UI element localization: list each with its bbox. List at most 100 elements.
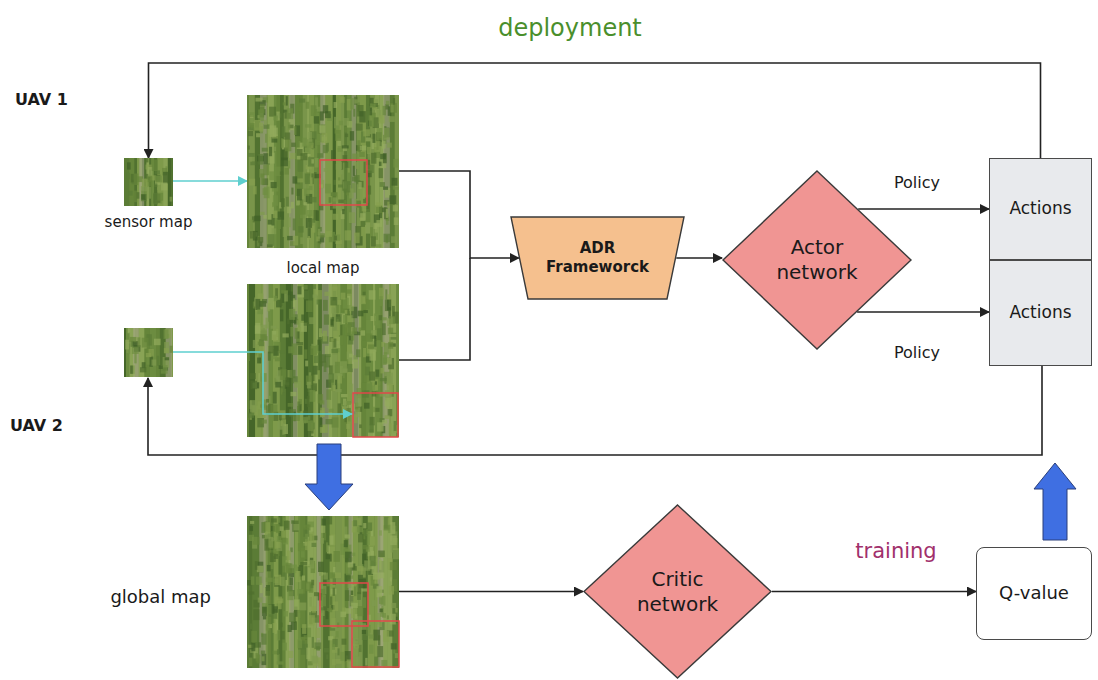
crop-texture <box>299 205 306 215</box>
crop-texture <box>372 134 375 143</box>
crop-texture <box>287 108 293 119</box>
block-arrow <box>1034 463 1076 540</box>
crop-texture <box>377 646 383 657</box>
crop-texture <box>265 134 267 143</box>
crop-texture <box>351 95 357 248</box>
crop-texture <box>290 327 293 337</box>
crop-texture <box>359 645 362 652</box>
crop-texture <box>260 420 267 424</box>
crop-texture <box>342 145 349 148</box>
q-value-box: Q-value <box>976 547 1092 640</box>
crop-texture <box>297 189 302 201</box>
text-holder: Q-value <box>977 548 1091 639</box>
crop-texture <box>263 616 266 619</box>
crop-texture <box>321 526 325 533</box>
crop-texture <box>277 661 284 664</box>
crop-texture <box>357 606 363 616</box>
crop-texture <box>316 210 319 220</box>
crop-texture <box>390 614 396 625</box>
crop-texture <box>270 125 277 137</box>
crop-texture <box>368 344 374 348</box>
crop-texture <box>257 655 261 664</box>
crop-texture <box>250 373 256 379</box>
crop-texture <box>371 153 376 164</box>
crop-texture <box>350 98 354 109</box>
crop-texture <box>258 598 263 603</box>
crop-texture <box>360 146 367 151</box>
crop-texture <box>387 615 389 619</box>
crop-texture <box>337 648 339 655</box>
crop-texture <box>253 609 259 620</box>
crop-texture <box>154 339 161 346</box>
crop-texture <box>375 408 380 412</box>
crop-texture <box>251 631 257 642</box>
crop-texture <box>331 287 337 298</box>
crop-texture <box>307 516 313 668</box>
crop-texture <box>258 154 263 165</box>
crop-texture <box>326 389 331 400</box>
crop-texture <box>298 346 302 355</box>
crop-texture <box>133 365 135 376</box>
crop-texture <box>140 367 146 372</box>
crop-texture <box>287 207 291 214</box>
crop-texture <box>279 350 285 353</box>
crop-texture <box>315 628 320 638</box>
crop-texture <box>373 572 380 579</box>
crop-texture <box>329 197 332 203</box>
uav-label: UAV 2 <box>10 416 63 435</box>
crop-texture <box>312 637 314 648</box>
crop-texture <box>370 417 375 425</box>
crop-texture <box>354 97 357 105</box>
crop-texture <box>388 409 393 416</box>
crop-texture <box>313 284 316 289</box>
crop-texture <box>366 137 371 141</box>
crop-texture <box>377 128 383 140</box>
crop-texture <box>370 227 373 238</box>
text-holder: Critic network <box>583 504 772 679</box>
crop-texture <box>353 520 357 526</box>
crop-texture <box>380 378 387 381</box>
crop-texture <box>261 654 266 665</box>
crop-texture <box>307 524 311 530</box>
crop-texture <box>392 306 395 318</box>
crop-texture <box>302 575 305 580</box>
crop-texture <box>395 608 397 613</box>
crop-texture <box>280 309 283 321</box>
crop-texture <box>292 521 298 532</box>
crop-texture <box>350 131 354 140</box>
crop-texture <box>157 185 161 190</box>
crop-texture <box>356 656 360 665</box>
crop-texture <box>250 624 253 630</box>
crop-texture <box>286 96 288 105</box>
action-box: Actions <box>989 158 1092 260</box>
sensor-footprint <box>352 621 399 667</box>
crop-texture <box>290 370 296 378</box>
crop-texture <box>260 104 265 113</box>
crop-texture <box>165 357 169 360</box>
crop-texture <box>360 295 365 304</box>
crop-texture <box>125 340 129 350</box>
crop-texture <box>363 310 368 313</box>
crop-texture <box>170 197 173 202</box>
crop-texture <box>363 597 366 608</box>
crop-texture <box>268 311 271 322</box>
crop-texture <box>311 105 317 116</box>
crop-texture <box>328 373 334 382</box>
crop-texture <box>170 346 173 353</box>
crop-texture <box>313 294 318 297</box>
edge-label: Policy <box>892 343 942 362</box>
crop-texture <box>309 317 316 324</box>
crop-texture <box>343 155 348 162</box>
crop-texture <box>263 165 269 176</box>
crop-texture <box>391 105 394 113</box>
crop-texture <box>345 552 352 563</box>
crop-texture <box>379 530 382 535</box>
crop-texture <box>273 116 278 121</box>
crop-texture <box>260 420 262 423</box>
crop-texture <box>314 116 319 123</box>
crop-texture <box>308 157 315 166</box>
crop-texture <box>343 118 349 126</box>
crop-texture <box>381 660 387 666</box>
crop-texture <box>277 536 281 542</box>
crop-texture <box>380 368 384 374</box>
